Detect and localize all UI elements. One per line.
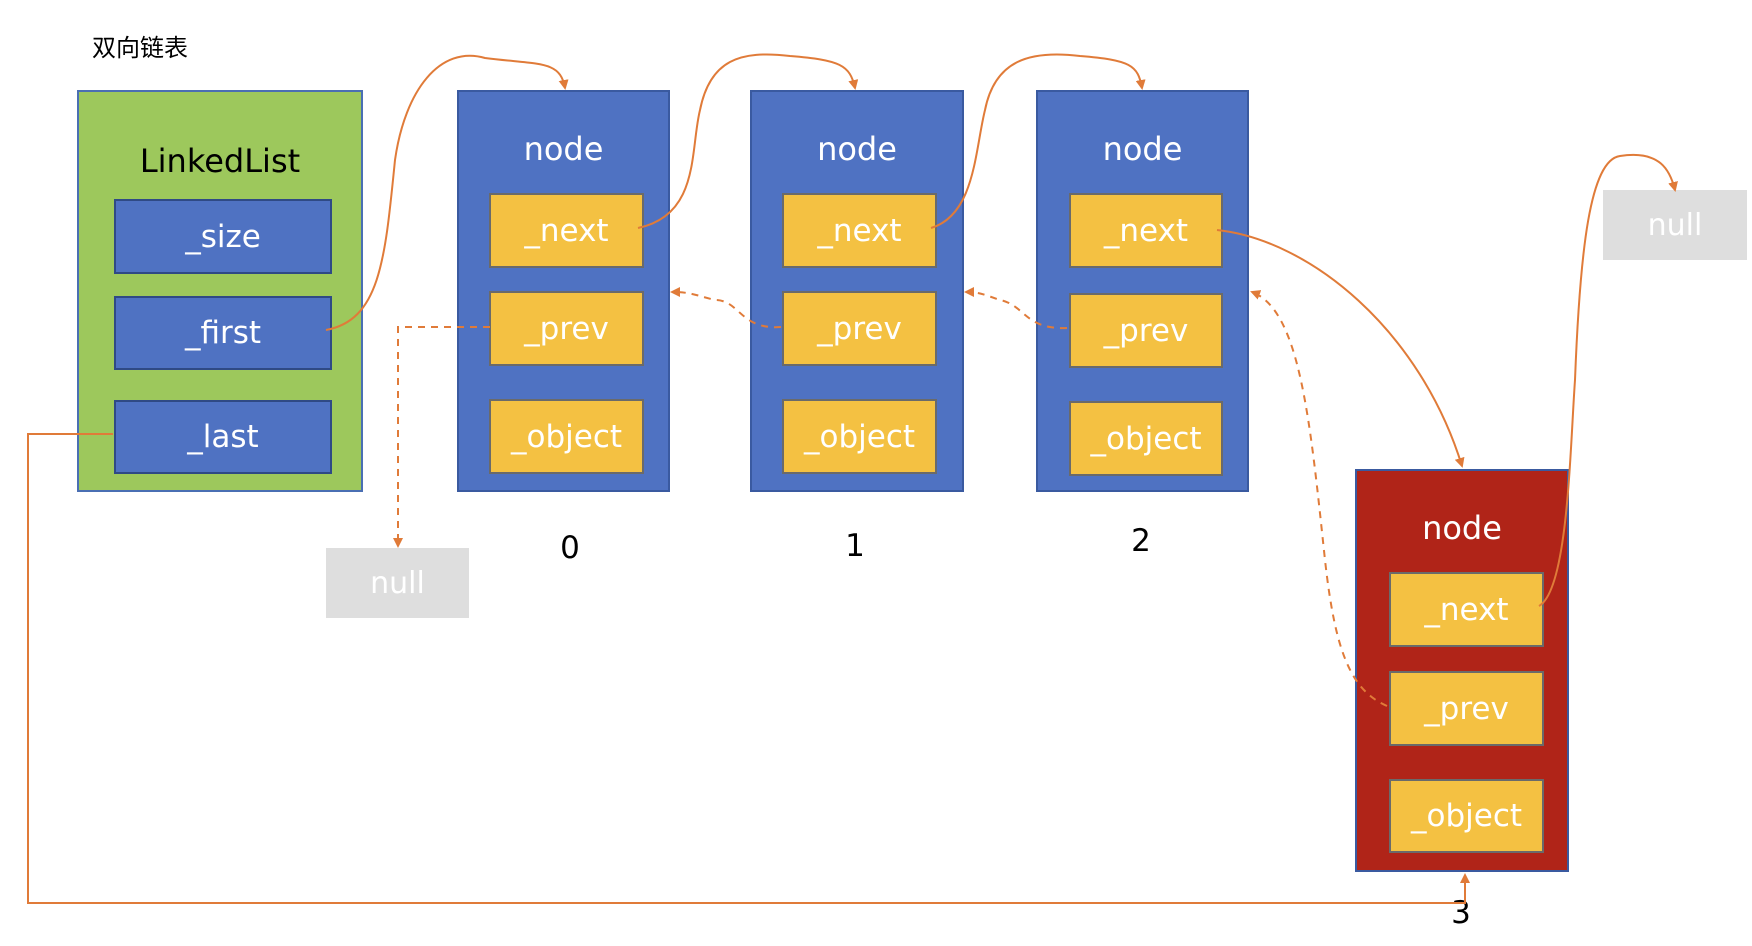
arrow-node0-next	[637, 53, 859, 229]
node-1-object: _object	[782, 399, 937, 474]
node-3-next: _next	[1389, 572, 1544, 647]
arrow-first-to-node0	[325, 54, 569, 331]
node-3-box: node _next _prev _object	[1355, 469, 1569, 872]
field-last: _last	[114, 400, 332, 474]
linkedlist-box: LinkedList _size _first _last	[77, 90, 363, 492]
node-0-next: _next	[489, 193, 644, 268]
diagram-title: 双向链表	[92, 34, 188, 62]
null-box-next: null	[1603, 190, 1747, 260]
node-2-index: 2	[1131, 523, 1151, 559]
node-2-box: node _next _prev _object	[1036, 90, 1249, 492]
arrow-node3-prev	[1250, 290, 1388, 707]
arrow-node3-next-null	[1538, 153, 1678, 607]
node-3-object: _object	[1389, 779, 1544, 853]
node-3-label: node	[1422, 509, 1502, 547]
arrow-node2-prev	[964, 287, 1068, 330]
node-2-object: _object	[1069, 401, 1223, 476]
node-2-prev: _prev	[1069, 293, 1223, 368]
node-1-next: _next	[782, 193, 937, 268]
field-size: _size	[114, 199, 332, 274]
arrow-node2-next	[1216, 229, 1465, 468]
node-0-box: node _next _prev _object	[457, 90, 670, 492]
arrow-node1-next	[930, 53, 1146, 229]
node-0-label: node	[523, 130, 604, 168]
node-0-prev: _prev	[489, 291, 644, 366]
null-box-prev: null	[326, 548, 469, 618]
node-0-index: 0	[560, 530, 580, 566]
node-2-label: node	[1102, 130, 1183, 168]
node-1-label: node	[817, 130, 897, 168]
node-3-prev: _prev	[1389, 671, 1544, 746]
arrow-node1-prev	[670, 287, 782, 329]
linkedlist-label: LinkedList	[139, 142, 301, 180]
arrow-node0-prev-null	[393, 326, 490, 548]
node-1-index: 1	[845, 528, 865, 564]
node-0-object: _object	[489, 399, 644, 474]
arrow-last-to-node3	[27, 433, 1470, 904]
node-2-next: _next	[1069, 193, 1223, 268]
field-first: _first	[114, 296, 332, 370]
node-1-box: node _next _prev _object	[750, 90, 964, 492]
node-1-prev: _prev	[782, 291, 937, 366]
